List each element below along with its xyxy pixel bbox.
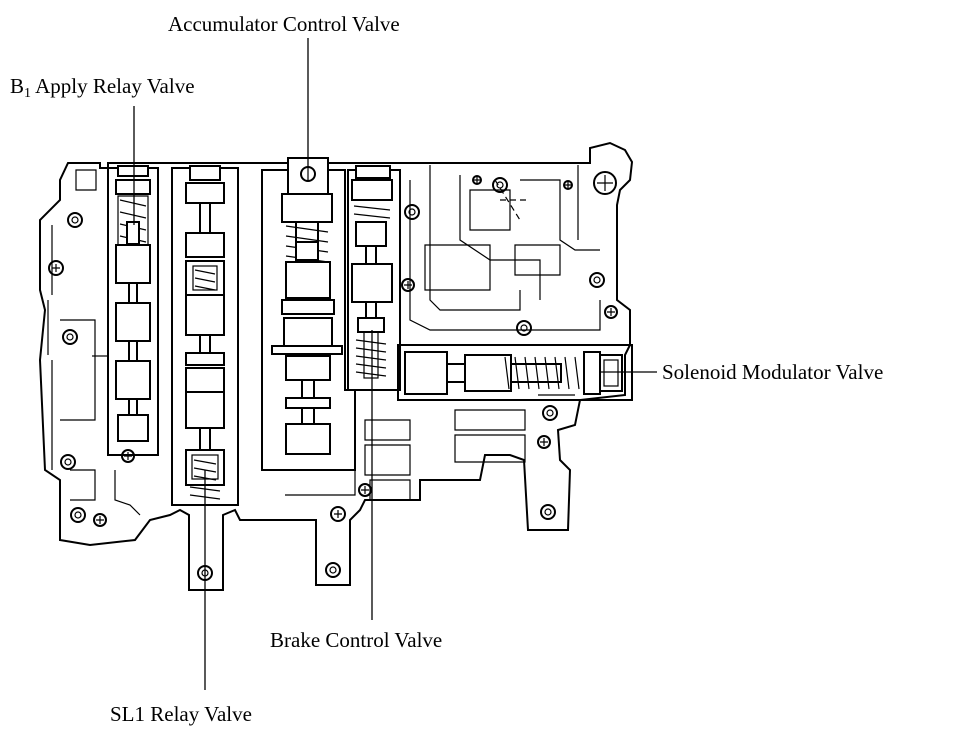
label-sl1-relay-valve: SL1 Relay Valve: [110, 702, 252, 726]
label-b1-subscript: 1: [24, 86, 32, 101]
sl1-relay-valve: [171, 165, 239, 506]
bolt-holes: [48, 171, 618, 581]
brake-control-valve: [347, 165, 401, 391]
label-accumulator-control-valve: Accumulator Control Valve: [168, 12, 400, 36]
label-b1-rest: Apply Relay Valve: [31, 74, 195, 98]
accumulator-control-valve: [261, 157, 356, 471]
solenoid-modulator-valve: [397, 344, 633, 401]
b1-apply-relay-valve: [92, 165, 159, 456]
leader-lines: [133, 38, 657, 690]
label-b1-prefix: B: [10, 74, 25, 98]
label-b1-apply-relay-valve: B1 Apply Relay Valve: [10, 76, 195, 101]
label-solenoid-modulator-valve: Solenoid Modulator Valve: [662, 360, 884, 384]
body-outline: [38, 141, 634, 591]
label-brake-control-valve: Brake Control Valve: [270, 628, 443, 652]
